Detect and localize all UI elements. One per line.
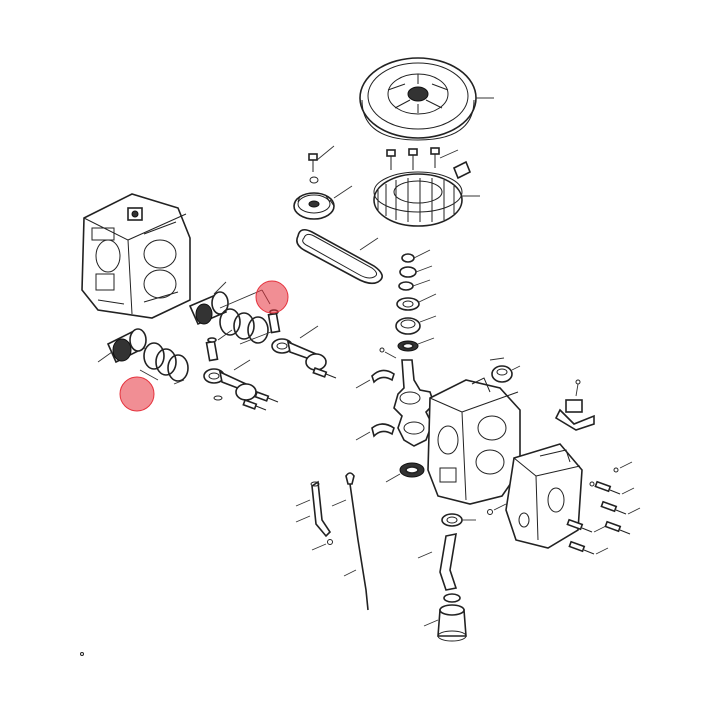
exhaust-cover[interactable] [487, 443, 583, 549]
hotspot-upper-piston-rings[interactable] [255, 280, 289, 314]
oil-hose[interactable] [417, 513, 476, 591]
sensor-bracket[interactable] [554, 379, 595, 431]
page-mark [80, 652, 84, 656]
timing-pulley[interactable] [293, 185, 353, 220]
cylinder-block[interactable] [81, 193, 191, 319]
main-bearing-upper[interactable] [355, 369, 395, 389]
crankshaft[interactable] [393, 359, 449, 447]
crankcase[interactable] [427, 377, 521, 505]
pulley-bolt[interactable] [308, 145, 335, 184]
timing-belt[interactable] [296, 228, 383, 285]
lower-piston-rings[interactable] [139, 342, 189, 385]
lower-oil-seal[interactable] [385, 462, 425, 483]
flywheel[interactable] [359, 57, 494, 141]
lower-piston[interactable] [97, 328, 147, 364]
lower-piston-pin[interactable] [205, 329, 233, 362]
hotspot-lower-piston-rings[interactable] [119, 376, 155, 412]
lower-rod-bolts[interactable] [213, 391, 279, 411]
cover-bolts[interactable] [566, 461, 641, 555]
upper-rod-bolt[interactable] [312, 367, 337, 379]
crank-nut-stack[interactable] [379, 249, 437, 359]
flywheel-bolts[interactable] [386, 147, 459, 170]
dipstick[interactable] [331, 472, 369, 611]
thermostat-cap[interactable] [489, 357, 521, 383]
oil-filter[interactable] [423, 593, 467, 642]
lower-connecting-rod[interactable] [203, 359, 257, 401]
stator-coil[interactable] [373, 160, 480, 227]
main-bearing-lower[interactable] [355, 423, 395, 441]
upper-connecting-rod[interactable] [271, 325, 327, 371]
dipstick-tube[interactable] [295, 480, 333, 551]
upper-piston[interactable] [188, 281, 229, 326]
